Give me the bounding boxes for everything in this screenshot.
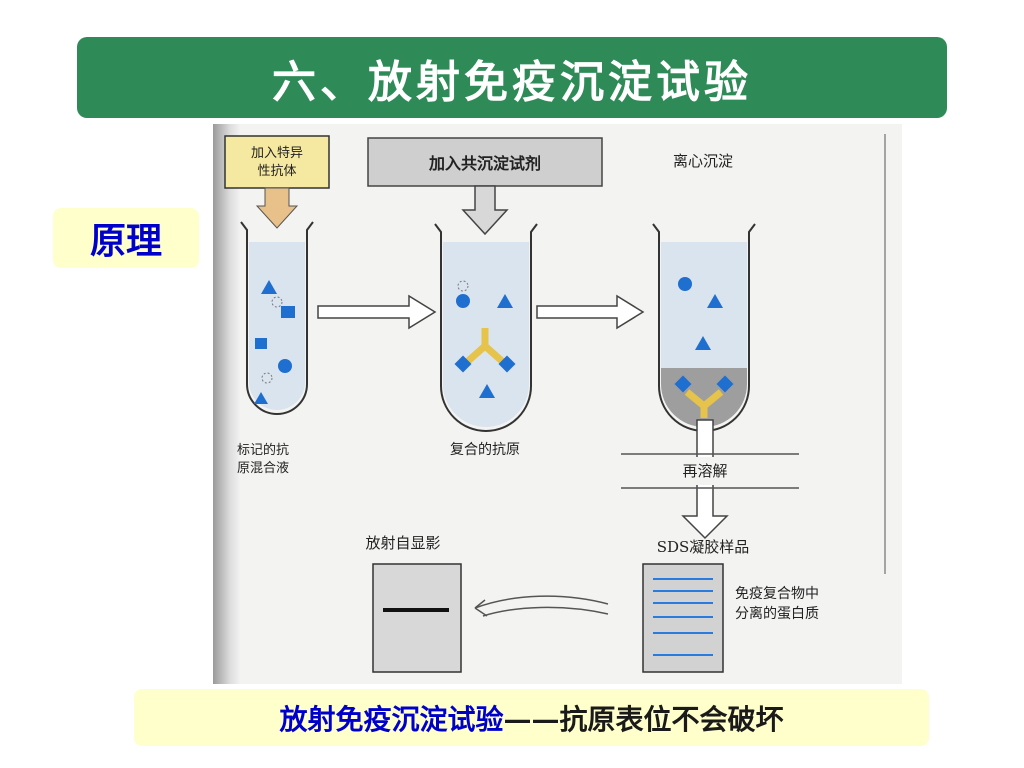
caption: 放射免疫沉淀试验——抗原表位不会破坏 (279, 698, 783, 738)
tube-complexed-antigen (434, 223, 538, 432)
figure-background (213, 124, 902, 684)
bound-antigen (674, 375, 692, 393)
protein-band (653, 578, 713, 580)
protein-band (653, 616, 713, 618)
antigen-triangle (254, 392, 268, 404)
antibody (464, 328, 506, 365)
tube1-caption-line2: 原混合液 (237, 461, 289, 476)
antigen-square (255, 338, 267, 349)
gel-note-line1: 免疫复合物中 (735, 585, 819, 602)
tube1-caption-line1: 标记的抗 (237, 442, 289, 458)
redissolve-label-bg (673, 457, 737, 485)
antigen-triangle (707, 294, 723, 308)
antigen-triangle (261, 280, 277, 294)
antibody (684, 389, 724, 418)
caption-box: 放射免疫沉淀试验——抗原表位不会破坏 (134, 689, 929, 746)
step2-down-arrow (461, 185, 509, 236)
step3-label: 离心沉淀 (673, 152, 733, 170)
bound-antigen (716, 375, 734, 393)
protein-band (653, 590, 713, 592)
arrow-to-tube3 (536, 294, 645, 330)
autoradiography-label: 放射自显影 (365, 534, 440, 552)
principle-label: 原理 (89, 220, 162, 262)
antigen-circle (678, 277, 692, 291)
step1-label-line1: 加入特异 (251, 146, 303, 161)
step1-down-arrow (255, 187, 299, 229)
step1-label-box: 加入特异 性抗体 (224, 135, 330, 189)
gel-note-line2: 分离的蛋白质 (735, 605, 819, 622)
antigen-triangle (479, 384, 495, 398)
slide-title: 六、放射免疫沉淀试验 (272, 56, 752, 108)
protein-band (653, 602, 713, 604)
radiolabel-marker (271, 296, 283, 308)
antigen-triangle (497, 294, 513, 308)
step1-label-line2: 性抗体 (257, 164, 296, 179)
caption-dash: —— (503, 702, 560, 736)
radiolabel-marker (261, 372, 273, 384)
antigen-circle (278, 359, 292, 373)
antigen-circle (456, 294, 470, 308)
tube-antigen-mixture (240, 221, 314, 415)
protein-band (653, 654, 713, 656)
radiolabeled-band (383, 608, 449, 612)
scan-edge-shadow (213, 124, 241, 684)
tube2-caption: 复合的抗原 (450, 441, 520, 458)
caption-part1: 放射免疫沉淀试验 (279, 702, 504, 736)
step2-label-box: 加入共沉淀试剂 (367, 137, 603, 187)
protein-band (653, 632, 713, 634)
return-arrow (474, 595, 609, 617)
tube-centrifuged (652, 223, 756, 432)
step2-label: 加入共沉淀试剂 (428, 154, 541, 173)
autoradiograph-film (372, 563, 462, 673)
principle-label-box: 原理 (53, 208, 199, 268)
radiolabel-marker (457, 280, 469, 292)
redissolve-label: 再溶解 (682, 462, 727, 480)
antigen-triangle (695, 336, 711, 350)
sds-sample-label: SDS凝胶样品 (657, 538, 750, 556)
bound-antigen (498, 355, 516, 373)
sds-gel (642, 563, 724, 673)
radioimmunoprecipitation-diagram: 加入特异 性抗体 加入共沉淀试剂 离心沉淀 标记的抗 原混合液 复合的抗原 (213, 124, 902, 684)
antigen-square (281, 306, 295, 318)
bound-antigen (454, 355, 472, 373)
caption-part2: 抗原表位不会破坏 (559, 702, 784, 736)
arrow-to-tube2 (317, 294, 437, 330)
title-bar: 六、放射免疫沉淀试验 (77, 37, 947, 118)
